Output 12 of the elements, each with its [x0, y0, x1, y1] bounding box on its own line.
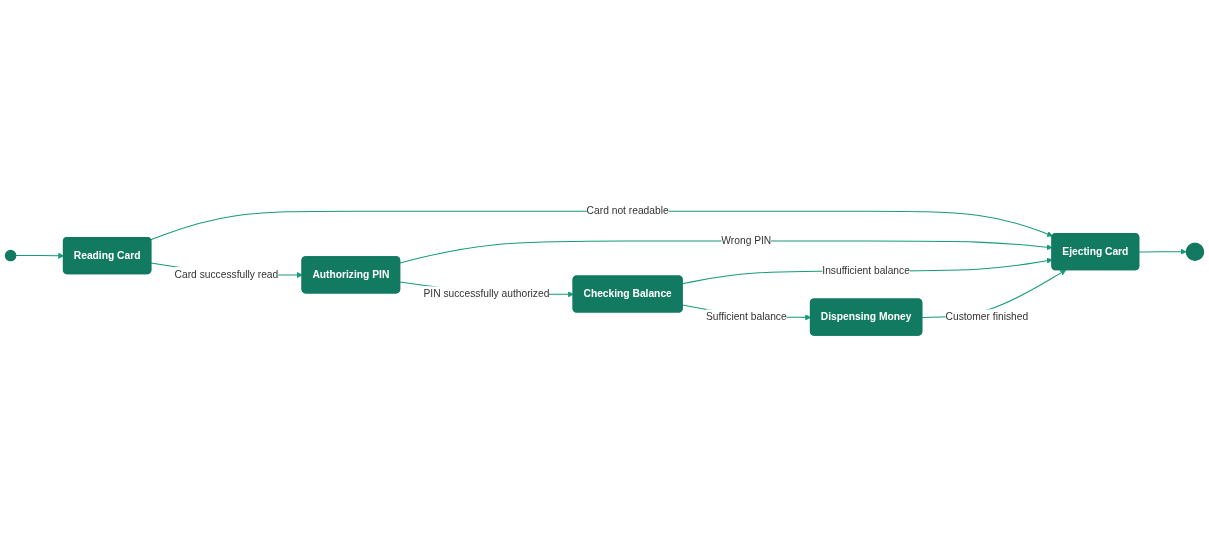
edge-label: PIN successfully authorized	[423, 287, 550, 300]
edge-label: Card not readable	[586, 205, 669, 217]
arrow	[1138, 249, 1187, 255]
edge-label: Card successfully read	[174, 268, 279, 281]
edge-label: Customer finished	[945, 311, 1029, 323]
node-circle	[4, 250, 17, 262]
edge-label: Wrong PIN	[721, 234, 772, 247]
node-circle	[1185, 242, 1205, 262]
arrow	[399, 240, 1053, 264]
edge-label: Sufficient balance	[705, 311, 787, 323]
arrow	[150, 210, 1054, 241]
edge-label: Insufficient balance	[822, 264, 910, 277]
